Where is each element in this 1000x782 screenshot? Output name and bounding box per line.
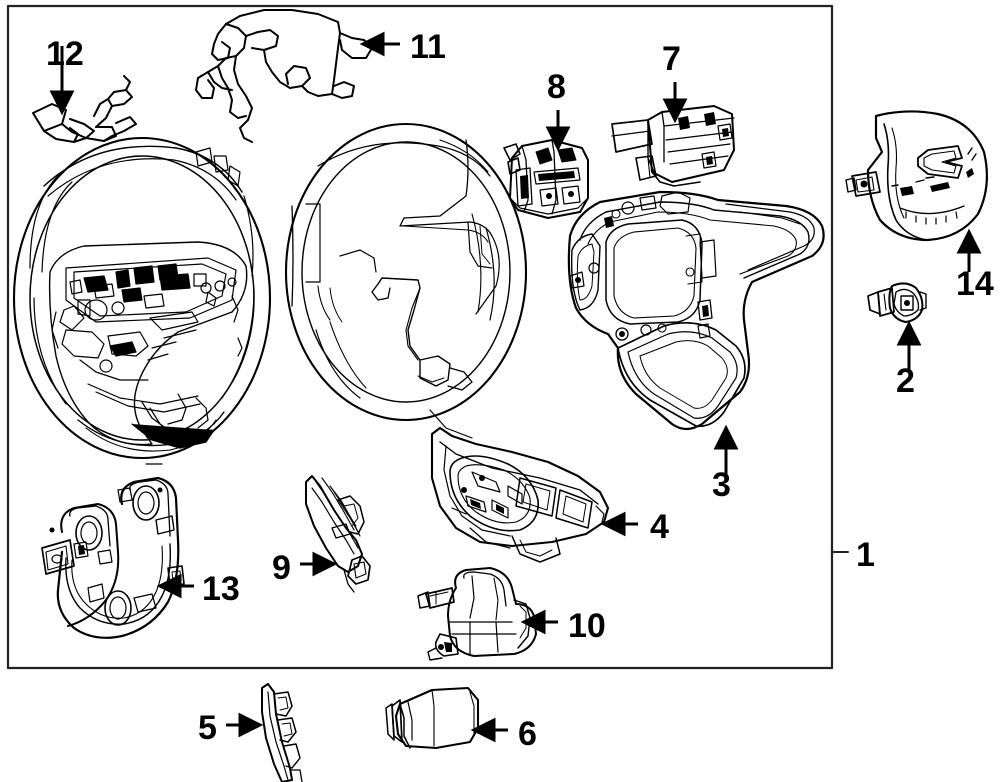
group-box-1	[6, 4, 849, 670]
part-4-switch-bezel-right	[430, 426, 610, 563]
callout-label-8: 8	[547, 68, 566, 106]
part-12-wiring-harness-lower	[32, 75, 137, 143]
callout-label-14: 14	[956, 265, 994, 303]
callout-label-7: 7	[662, 40, 681, 78]
callout-label-9: 9	[272, 549, 291, 587]
callout-labels: 1 2 3 4 5 6 7 8 9 10 11 12 13 14	[46, 28, 994, 753]
steering-wheel-rim-plain	[284, 122, 528, 439]
callout-label-3: 3	[712, 466, 731, 504]
callout-label-1: 1	[856, 536, 875, 574]
part-2-airbag-retaining-screw	[867, 282, 927, 323]
part-9-paddle-shifter-assembly	[305, 475, 371, 593]
callout-label-11: 11	[410, 28, 446, 66]
callout-label-12: 12	[46, 35, 84, 73]
part-14-driver-airbag-module	[845, 110, 988, 242]
callout-label-5: 5	[198, 709, 217, 747]
callout-label-2: 2	[896, 362, 915, 400]
part-5-paddle-shifter-blade	[261, 683, 303, 782]
steering-wheel-rim-with-armature	[12, 136, 272, 465]
callout-label-13: 13	[202, 570, 240, 608]
part-6-pad-cushion	[385, 686, 480, 750]
callout-label-6: 6	[518, 715, 537, 753]
callout-label-10: 10	[568, 607, 606, 645]
callout-label-4: 4	[650, 508, 669, 546]
part-8-audio-control-switch	[503, 139, 589, 219]
part-3-armature-frame	[567, 190, 825, 431]
leader-lines	[49, 31, 982, 743]
part-11-wiring-harness-upper	[195, 9, 373, 143]
part-13-steering-column-bracket	[41, 476, 185, 639]
